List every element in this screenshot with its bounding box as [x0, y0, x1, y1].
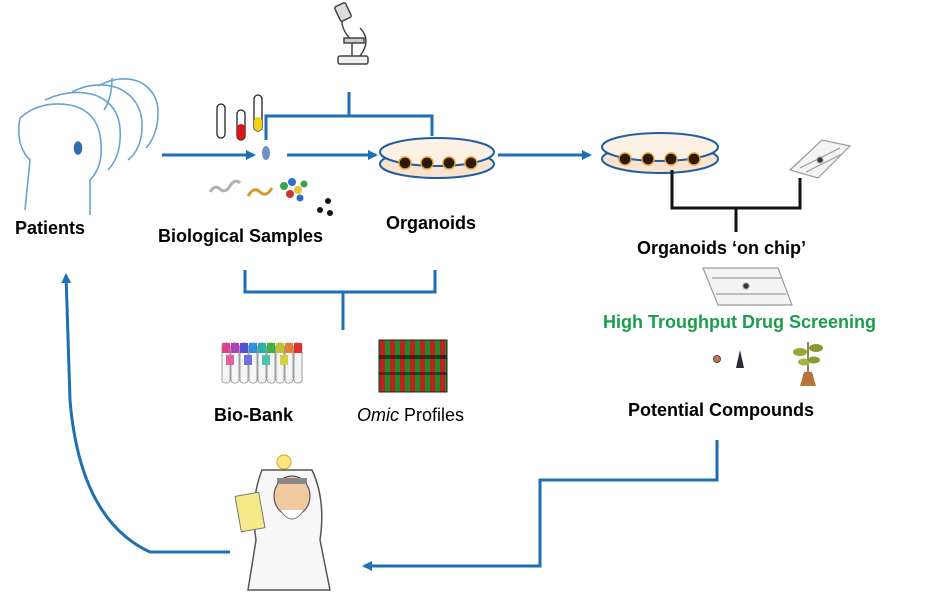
blue-brackets [243, 92, 437, 330]
profiles-word: Profiles [399, 405, 465, 425]
microscope-icon [334, 2, 369, 65]
petri-dish-icon [379, 137, 495, 179]
compound-icons [713, 350, 744, 368]
plant-pot-icon [793, 342, 823, 386]
organoid-chip-icon [702, 267, 793, 306]
biological-samples-label: Biological Samples [158, 226, 324, 246]
compounds-to-scientist-arrow [362, 440, 719, 571]
biobank-rack-icon [221, 342, 303, 384]
organoids-on-chip-label: Organoids ‘on chip’ [637, 238, 807, 258]
dna-strands-icon [208, 178, 333, 216]
petri-dish-icon [601, 132, 719, 174]
high-throughput-screening-label: High Troughput Drug Screening [603, 312, 876, 332]
bio-bank-label: Bio-Bank [214, 405, 294, 425]
scientist-to-patients-arrow [61, 273, 230, 554]
test-tubes-icon [216, 94, 263, 141]
sample-drop-icon [262, 146, 270, 160]
scientist-icon [234, 454, 331, 591]
patients-illustration [17, 77, 159, 215]
chip-bracket [670, 170, 802, 232]
samples-organoids-bracket [243, 270, 437, 330]
flow-arrows [61, 150, 719, 571]
omic-word: Omic [357, 405, 399, 425]
potential-compounds-label: Potential Compounds [628, 400, 814, 420]
heatmap-icon [378, 339, 448, 393]
omic-profiles-label: Omic Profiles [357, 405, 464, 426]
microscope-bracket [264, 92, 434, 140]
organoids-label: Organoids [386, 213, 477, 233]
patients-label: Patients [15, 218, 86, 238]
organoid-chip-icon [788, 139, 852, 179]
